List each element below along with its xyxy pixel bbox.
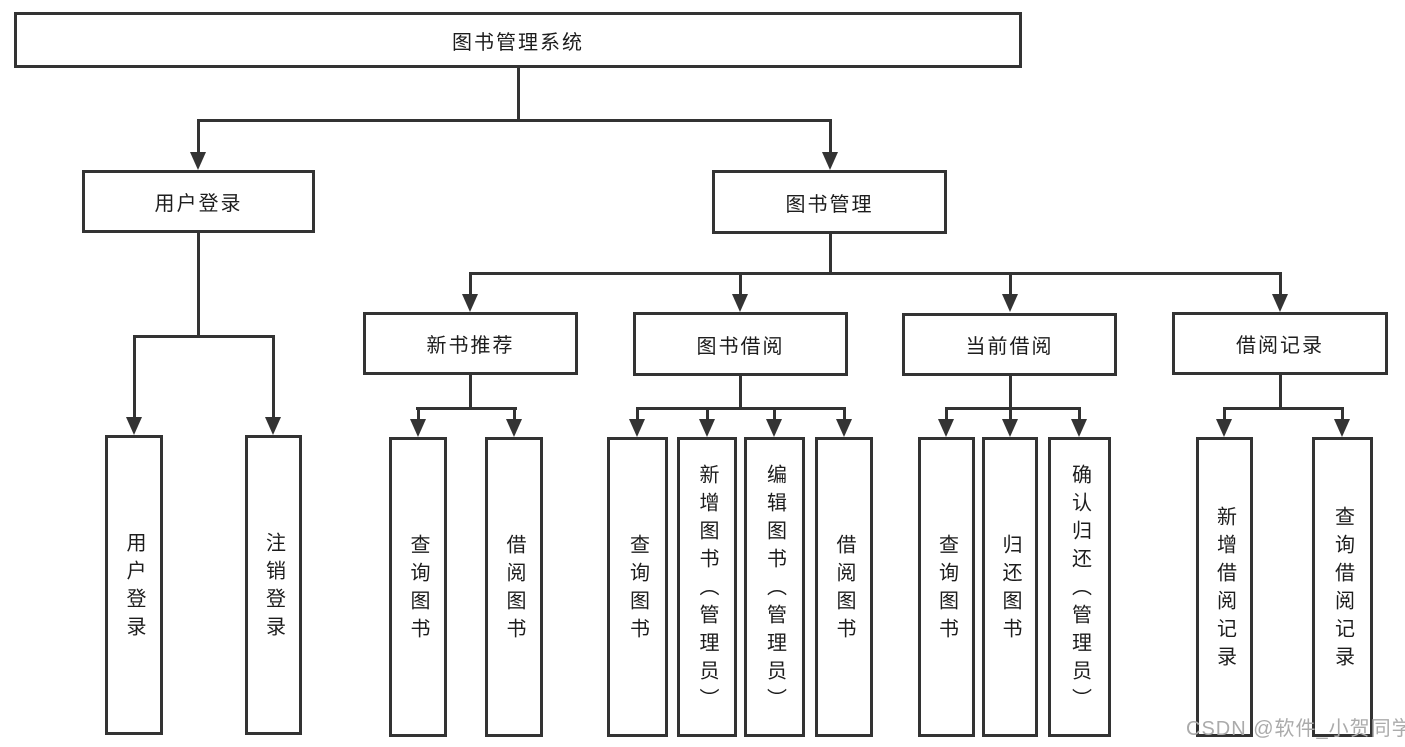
connector-drop-borrow-records [1279, 272, 1282, 296]
connector-level2-branch [197, 119, 832, 122]
connector-drop-book-borrow [739, 272, 742, 296]
connector-borrow-records-branch [1223, 407, 1344, 410]
leaf-bb-add-books-admin: 新增图书（管理员） [677, 437, 737, 737]
connector-borrow-records-stem [1279, 375, 1282, 409]
connector-drop-cb-query [945, 407, 948, 421]
connector-user-login-stem [197, 233, 200, 337]
leaf-nb-query-books: 查询图书 [389, 437, 447, 737]
connector-current-borrow-branch [945, 407, 1081, 410]
connector-user-login-branch [133, 335, 275, 338]
leaf-cb-confirm-return-admin: 确认归还（管理员） [1048, 437, 1111, 737]
arrow-new-books [462, 294, 478, 312]
arrow-cb-return [1002, 419, 1018, 437]
arrow-borrow-records [1272, 294, 1288, 312]
arrow-bb-add [699, 419, 715, 437]
connector-level3-branch [469, 272, 1282, 275]
leaf-logout: 注销登录 [245, 435, 302, 735]
connector-drop-bb-query [636, 407, 639, 421]
connector-drop-nb-borrow [513, 407, 516, 421]
node-current-borrowing: 当前借阅 [902, 313, 1117, 376]
arrow-nb-borrow [506, 419, 522, 437]
connector-drop-nb-query [417, 407, 420, 421]
connector-current-borrow-stem [1009, 376, 1012, 409]
leaf-bb-edit-books-admin: 编辑图书（管理员） [744, 437, 805, 737]
connector-drop-leaf-logout [272, 335, 275, 419]
connector-new-books-branch [416, 407, 517, 410]
leaf-br-add-record: 新增借阅记录 [1196, 437, 1253, 737]
arrow-user-login [190, 152, 206, 170]
connector-drop-current-borrow [1009, 272, 1012, 296]
connector-new-books-stem [469, 375, 472, 409]
arrow-cb-query [938, 419, 954, 437]
connector-book-borrow-stem [739, 376, 742, 409]
node-library-system: 图书管理系统 [14, 12, 1022, 68]
connector-book-borrow-branch [636, 407, 846, 410]
arrow-bb-borrow [836, 419, 852, 437]
connector-drop-book-mgmt [829, 119, 832, 155]
arrow-br-add [1216, 419, 1232, 437]
arrow-bb-edit [766, 419, 782, 437]
leaf-bb-borrow-books: 借阅图书 [815, 437, 873, 737]
leaf-cb-return-books: 归还图书 [982, 437, 1038, 737]
connector-book-mgmt-stem [829, 234, 832, 274]
leaf-br-query-record: 查询借阅记录 [1312, 437, 1373, 737]
leaf-cb-query-books: 查询图书 [918, 437, 975, 737]
connector-drop-cb-confirm [1078, 407, 1081, 421]
connector-drop-bb-borrow [843, 407, 846, 421]
arrow-book-borrow [732, 294, 748, 312]
node-book-management: 图书管理 [712, 170, 947, 234]
node-borrowing-records: 借阅记录 [1172, 312, 1388, 375]
arrow-book-mgmt [822, 152, 838, 170]
node-book-borrowing: 图书借阅 [633, 312, 848, 376]
leaf-bb-query-books: 查询图书 [607, 437, 668, 737]
csdn-watermark: CSDN @软件_小贺同学 [1186, 718, 1405, 740]
connector-root-stem [517, 68, 520, 121]
connector-drop-bb-add [706, 407, 709, 421]
leaf-user-login: 用户登录 [105, 435, 163, 735]
arrow-bb-query [629, 419, 645, 437]
node-user-login: 用户登录 [82, 170, 315, 233]
connector-drop-new-books [469, 272, 472, 296]
node-new-book-recommend: 新书推荐 [363, 312, 578, 375]
arrow-leaf-logout [265, 417, 281, 435]
connector-drop-cb-return [1009, 407, 1012, 421]
connector-drop-br-add [1223, 407, 1226, 421]
connector-drop-leaf-login [133, 335, 136, 419]
arrow-leaf-login [126, 417, 142, 435]
arrow-current-borrow [1002, 294, 1018, 312]
connector-drop-user-login [197, 119, 200, 155]
arrow-br-query [1334, 419, 1350, 437]
arrow-nb-query [410, 419, 426, 437]
arrow-cb-confirm [1071, 419, 1087, 437]
leaf-nb-borrow-books: 借阅图书 [485, 437, 543, 737]
connector-drop-bb-edit [773, 407, 776, 421]
connector-drop-br-query [1341, 407, 1344, 421]
